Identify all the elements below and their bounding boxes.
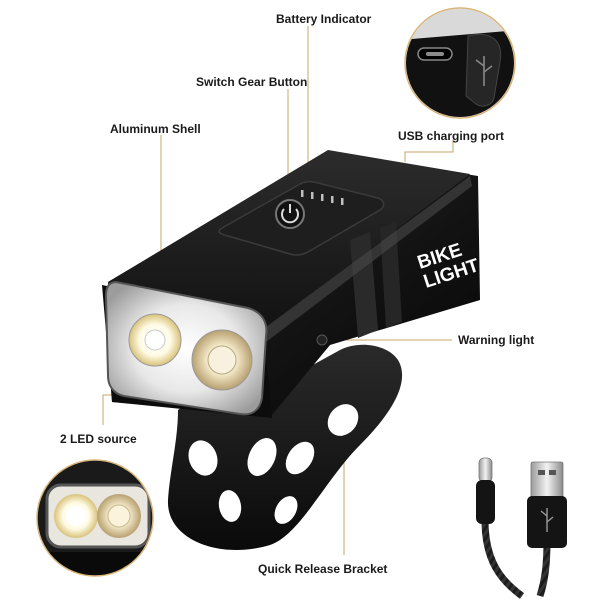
bracket-hole-1 [188, 440, 218, 476]
label-battery-indicator: Battery Indicator [276, 12, 372, 26]
battery-indicator-leds [301, 190, 344, 205]
battery-led-2 [311, 192, 314, 199]
bracket-hole-4 [327, 404, 359, 436]
bracket-hole-6 [274, 496, 298, 524]
usb-c-connector-icon [476, 457, 495, 524]
bracket-hole-2 [247, 438, 277, 476]
control-panel [218, 180, 385, 256]
warning-light [316, 334, 328, 346]
bracket-hole-3 [285, 441, 315, 475]
label-warning-light: Warning light [458, 333, 535, 347]
label-quick-release-bracket: Quick Release Bracket [258, 562, 388, 576]
bracket-hole-5 [218, 490, 242, 522]
label-led-source: 2 LED source [60, 432, 137, 446]
usb-symbol-icon [540, 508, 554, 532]
usb-port-inset [404, 7, 516, 119]
usb-a-connector-icon [527, 461, 567, 548]
power-icon[interactable] [275, 199, 305, 229]
label-aluminum-shell: Aluminum Shell [110, 122, 201, 136]
leader-usb [404, 140, 454, 162]
battery-led-3 [321, 194, 324, 201]
battery-led-5 [341, 198, 344, 205]
charging-cable [476, 457, 567, 599]
battery-led-4 [331, 196, 334, 203]
body-highlight [262, 176, 472, 342]
front-lens [104, 280, 268, 416]
led-source-inset [36, 459, 154, 577]
battery-led-1 [301, 190, 304, 197]
label-usb-charging-port: USB charging port [398, 129, 505, 143]
label-switch-gear-button: Switch Gear Button [196, 75, 308, 89]
usb-symbol-icon [475, 56, 493, 86]
